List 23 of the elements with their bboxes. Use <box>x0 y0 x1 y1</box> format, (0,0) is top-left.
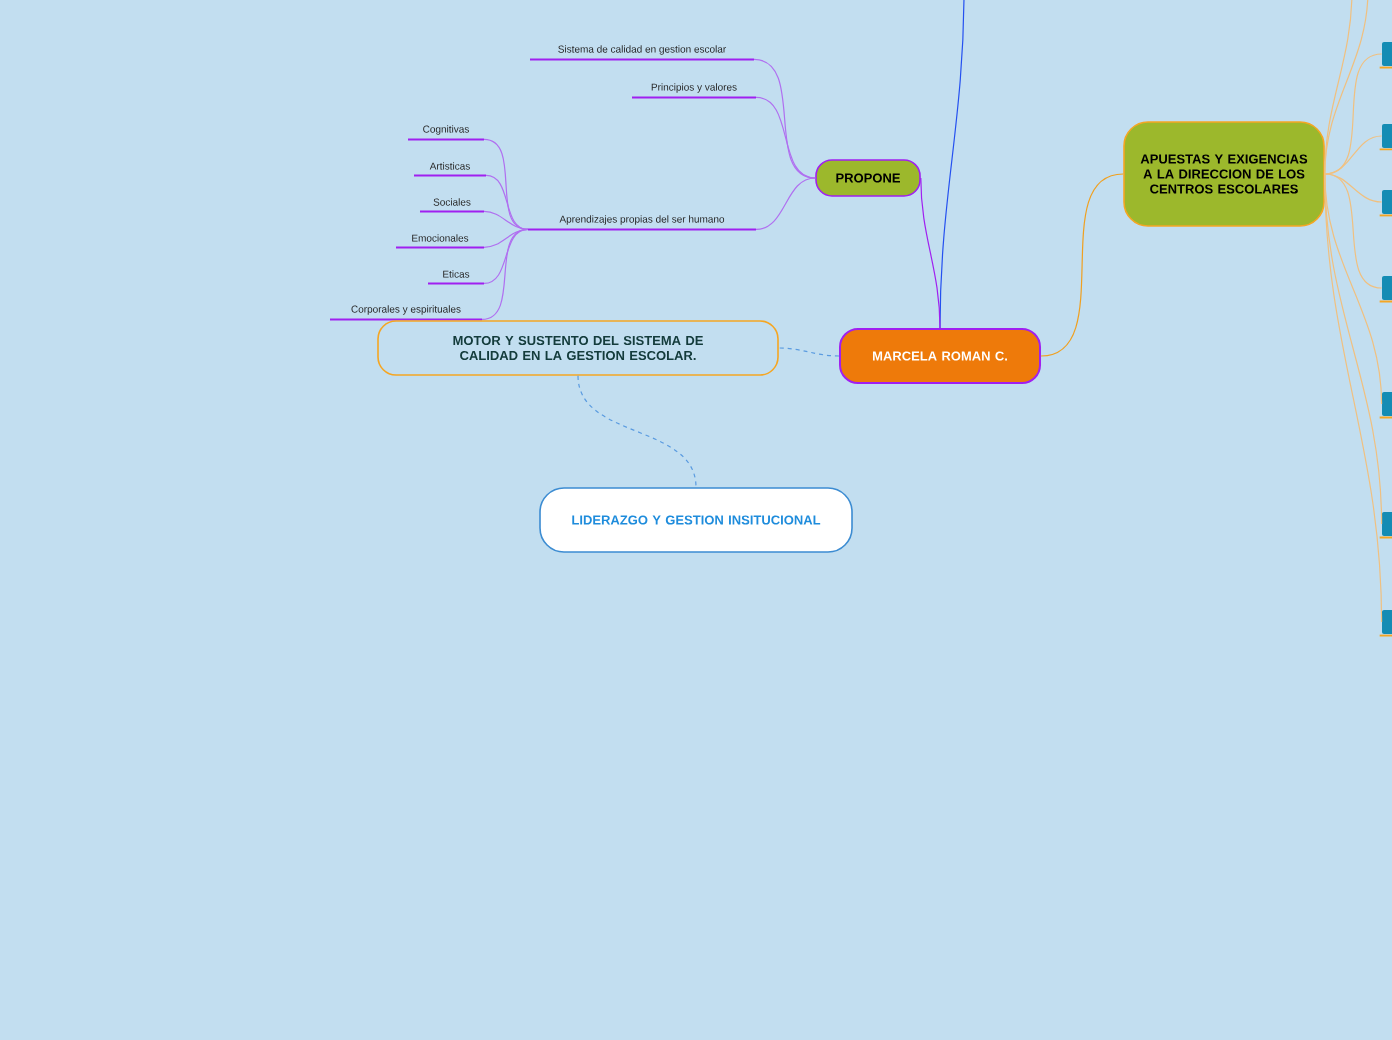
connector-line <box>483 210 529 230</box>
connector-line <box>1324 135 1383 175</box>
connector-line <box>577 375 697 488</box>
connector-line <box>755 96 816 179</box>
connector-line <box>1040 173 1124 357</box>
connector-line <box>920 177 941 329</box>
cut-off-box <box>1379 42 1392 69</box>
connector-line <box>1324 173 1383 289</box>
cut-off-box <box>1379 392 1392 419</box>
cut-off-box <box>1379 276 1392 303</box>
connector-line <box>1324 0 1369 175</box>
connector-line <box>1324 173 1383 405</box>
connector-line <box>1324 173 1383 623</box>
connector-line <box>481 228 529 320</box>
connector-line <box>755 177 816 230</box>
connector-line <box>1324 173 1383 203</box>
cut-off-box <box>1379 610 1392 637</box>
cut-off-box <box>1379 190 1392 217</box>
cut-off-box <box>1379 124 1392 151</box>
cut-off-box <box>1379 512 1392 539</box>
connector-line <box>778 347 840 357</box>
connector-line <box>939 0 965 329</box>
connector-line <box>1324 173 1383 525</box>
